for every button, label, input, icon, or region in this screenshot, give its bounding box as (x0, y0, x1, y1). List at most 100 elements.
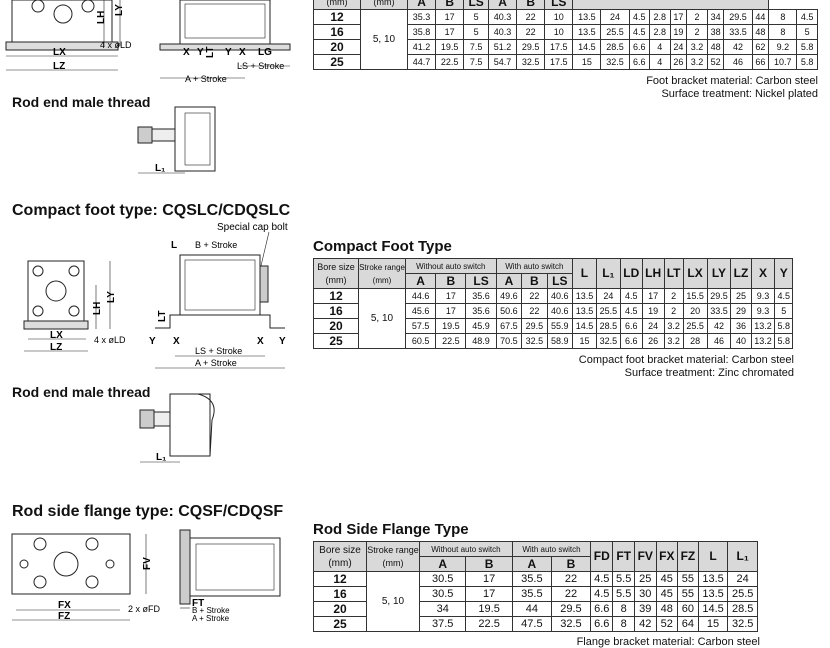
value-cell: 62 (751, 39, 770, 55)
flange-title: Rod side flange type: CQSF/CDQSF (12, 503, 284, 520)
bore-size-cell: 16 (313, 303, 359, 319)
value-cell: 28 (682, 333, 708, 349)
value-cell: 5.8 (774, 318, 793, 334)
value-cell: 26 (641, 333, 665, 349)
special-cap-bolt-label: Special cap bolt (217, 222, 288, 233)
col-b-w: B (521, 273, 548, 289)
dim-lz: LZ (53, 61, 65, 72)
with-switch-header: With auto switch (495, 258, 574, 274)
value-cell: 5 (796, 24, 818, 40)
value-cell: 44 (511, 601, 552, 617)
col-b: B (435, 0, 465, 10)
value-cell: 13.5 (697, 571, 729, 587)
dim-l-c: L (171, 240, 177, 251)
col-a-w-f: A (511, 556, 552, 572)
flange-material-note: Flange bracket material: Carbon steel (576, 636, 760, 648)
foot-surface-note: Surface treatment: Nickel plated (661, 88, 818, 100)
col-fx: FX (655, 541, 679, 572)
value-cell: 7.5 (463, 39, 489, 55)
dim-lx-c: LX (50, 330, 63, 341)
value-cell: 3.2 (663, 333, 684, 349)
value-cell: 60 (677, 601, 699, 617)
value-cell: 48 (655, 601, 679, 617)
flange-front-drawing: FV FX FZ 2 x øFD (11, 533, 161, 622)
dim-lh-c: LH (92, 302, 103, 315)
value-cell: 13.5 (572, 24, 602, 40)
value-cell: 55 (677, 586, 699, 602)
value-cell: 6.6 (590, 616, 614, 632)
value-cell: 41.2 (406, 39, 437, 55)
rod-end-drawing-2: L₁ (139, 393, 215, 463)
value-cell: 58.9 (546, 333, 574, 349)
compact-foot-title: Compact foot type: CQSLC/CDQSLC (12, 202, 291, 219)
value-cell: 40.3 (487, 24, 518, 40)
value-cell: 22 (521, 288, 548, 304)
value-cell: 6.6 (628, 54, 651, 70)
value-cell: 48 (706, 39, 725, 55)
stroke-range-header-f: Stroke range (367, 544, 419, 555)
col-l: L (572, 258, 597, 289)
value-cell: 55 (677, 571, 699, 587)
stroke-range-header: Stroke range (359, 262, 405, 272)
dim-lh: LH (96, 11, 107, 24)
value-cell: 35.3 (406, 9, 437, 25)
value-cell: 4.5 (619, 288, 643, 304)
foot-type-side-drawing: X Y LT Y X LG LS + Stroke A + Stroke (159, 0, 291, 84)
value-cell: 44.6 (404, 288, 437, 304)
value-cell: 13.5 (572, 303, 597, 319)
value-cell: 25 (633, 571, 657, 587)
value-cell: 25.5 (595, 303, 621, 319)
col-ls: LS (463, 0, 489, 10)
col-fd: FD (590, 541, 614, 572)
dim-a-stroke-c: A + Stroke (195, 358, 237, 368)
value-cell: 35.8 (406, 24, 437, 40)
bore-size-header: Bore size (317, 261, 355, 272)
value-cell: 49.6 (495, 288, 523, 304)
col-lt: LT (663, 258, 684, 289)
dim-x-right: X (239, 47, 246, 58)
value-cell: 40.6 (546, 288, 574, 304)
value-cell: 13.5 (697, 586, 729, 602)
value-cell: 28.5 (600, 39, 630, 55)
value-cell: 57.5 (404, 318, 437, 334)
value-cell: 17 (435, 24, 465, 40)
value-cell: 2 (663, 288, 684, 304)
value-cell: 15.5 (682, 288, 708, 304)
bore-size-cell: 12 (313, 288, 359, 304)
col-x: X (750, 258, 776, 289)
value-cell: 22 (550, 571, 592, 587)
value-cell: 19.5 (435, 39, 465, 55)
value-cell: 19.5 (465, 601, 513, 617)
value-cell: 30.5 (418, 586, 467, 602)
dim-fv: FV (142, 557, 153, 570)
dim-a-stroke: A + Stroke (185, 74, 227, 84)
value-cell: 40.6 (546, 303, 574, 319)
dim-x-left: X (183, 47, 190, 58)
value-cell: 4.5 (796, 9, 818, 25)
value-cell: 22 (516, 9, 546, 25)
value-cell: 46 (723, 54, 753, 70)
value-cell: 25.5 (682, 318, 708, 334)
value-cell: 29.5 (550, 601, 592, 617)
value-cell: 25.5 (600, 24, 630, 40)
col-l-f: L (697, 541, 729, 572)
value-cell: 29.5 (706, 288, 732, 304)
rod-end-title-1: Rod end male thread (12, 94, 151, 110)
col-ls-wo: LS (465, 273, 497, 289)
value-cell: 14.5 (572, 39, 602, 55)
value-cell: 45 (655, 586, 679, 602)
dim-ld-c: 4 x øLD (94, 335, 126, 345)
value-cell: 5.5 (612, 571, 635, 587)
value-cell: 3.2 (686, 39, 708, 55)
value-cell: 5 (774, 303, 793, 319)
col-b-wo-f: B (465, 556, 513, 572)
dim-lz-c: LZ (50, 342, 62, 353)
bore-size-cell: 20 (313, 318, 359, 334)
dim-ls-stroke: LS + Stroke (237, 61, 284, 71)
col-y: Y (774, 258, 793, 289)
value-cell: 29.5 (516, 39, 546, 55)
col-b-w-f: B (550, 556, 592, 572)
